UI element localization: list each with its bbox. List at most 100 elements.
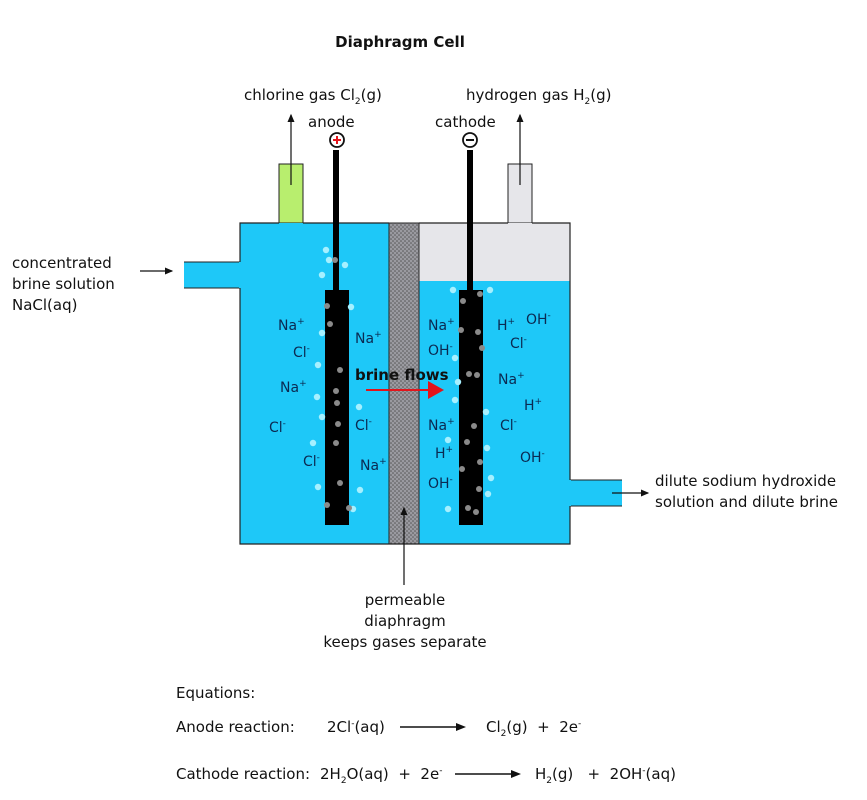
cathode-negative-terminal-icon [462, 132, 478, 148]
cathode-ion-oh: OH- [526, 311, 551, 328]
anode-ion-cl: Cl- [355, 417, 372, 434]
bubble [460, 298, 466, 304]
bubble [337, 367, 343, 373]
anode-product-part: (g) + 2e [506, 718, 579, 736]
cathode-ion-oh: OH- [428, 342, 453, 359]
bubble [454, 378, 462, 386]
cathode-reaction-label: Cathode reaction: [176, 765, 311, 783]
anode-reaction-arrow [400, 723, 466, 731]
anode-rod [333, 150, 339, 290]
cathode-reactant-part: O(aq) + 2e [346, 765, 440, 783]
chlorine-gas-label: chlorine gas Cl2(g) [244, 85, 382, 107]
bubble [466, 371, 472, 377]
diagram-title: Diaphragm Cell [335, 33, 465, 51]
cathode-reaction-arrow [455, 770, 521, 778]
bubble [458, 327, 464, 333]
bubble [318, 413, 326, 421]
cathode-product-part: H [535, 765, 547, 783]
bubble [335, 421, 341, 427]
bubble [449, 286, 457, 294]
anode-label: anode [308, 113, 355, 131]
bubble [324, 502, 330, 508]
diaphragm-label-line-1: permeable [364, 591, 446, 609]
diaphragm-label-line-3: keeps gases separate [323, 633, 487, 651]
outlet-label-line-2: solution and dilute brine [655, 493, 838, 511]
cathode-ion-cl: Cl- [500, 417, 517, 434]
anode-products: Cl2(g) + 2e- [486, 717, 582, 739]
anode-reactant-part: 2Cl [327, 718, 352, 736]
inlet-pipe [184, 262, 242, 288]
bubble [355, 403, 363, 411]
bubble [327, 321, 333, 327]
inlet-label-line-3: NaCl(aq) [12, 296, 78, 314]
cathode-product-part: (aq) [645, 765, 676, 783]
anode-reactant-part: (aq) [354, 718, 385, 736]
anode-ion-cl: Cl- [293, 344, 310, 361]
bubble [324, 303, 330, 309]
inlet-label-line-1: concentrated [12, 254, 112, 272]
cathode-product-part: 2 [546, 776, 553, 786]
bubble [486, 286, 494, 294]
equations-heading: Equations: [176, 684, 256, 702]
bubble [473, 509, 479, 515]
cathode-reactant-part: - [439, 766, 443, 776]
cathode-ion-oh: OH- [520, 449, 545, 466]
permeable-diaphragm [388, 222, 420, 545]
diaphragm-label-line-2: diaphragm [364, 612, 446, 630]
bubble [337, 480, 343, 486]
hydrogen-gas-state: (g) [590, 86, 612, 104]
bubble [314, 483, 322, 491]
cathode-products: H2(g) + 2OH-(aq) [535, 764, 676, 786]
bubble [356, 486, 364, 494]
bubble [444, 436, 452, 444]
anode-compartment [240, 223, 389, 544]
anode-reactant-part: - [351, 719, 355, 729]
bubble [334, 400, 340, 406]
bubble [314, 361, 322, 369]
bubble [341, 261, 349, 269]
anode-product-part: - [578, 719, 582, 729]
bubble [346, 505, 352, 511]
bubble [484, 490, 492, 498]
bubble [333, 388, 339, 394]
bubble [465, 505, 471, 511]
brine-flow-arrow [366, 381, 444, 399]
bubble [479, 345, 485, 351]
bubble [482, 408, 490, 416]
anode-ion-cl: Cl- [269, 419, 286, 436]
cathode-reactant-part: 2H [320, 765, 341, 783]
brine-flows-label: brine flows [355, 366, 449, 384]
bubble [483, 444, 491, 452]
inlet-label-line-2: brine solution [12, 275, 115, 293]
chlorine-gas-state: (g) [360, 86, 382, 104]
anode-product-part: Cl [486, 718, 501, 736]
cathode-reactants: 2H2O(aq) + 2e- [320, 764, 443, 786]
bubble [309, 439, 317, 447]
bubble [476, 486, 482, 492]
bubble [347, 303, 355, 311]
bubble [477, 459, 483, 465]
bubble [318, 329, 326, 337]
hydrogen-gas-text: hydrogen gas H [466, 86, 585, 104]
hydrogen-gas-space [419, 223, 570, 281]
hydrogen-gas-label: hydrogen gas H2(g) [466, 85, 612, 107]
bubble [464, 439, 470, 445]
cathode-compartment [419, 281, 570, 544]
bubble [451, 354, 459, 362]
cathode-label: cathode [435, 113, 496, 131]
cathode-ion-oh: OH- [428, 475, 453, 492]
bubble [332, 257, 338, 263]
tank-outline [239, 222, 571, 545]
bubble [333, 440, 339, 446]
cathode-rod [467, 150, 473, 290]
anode-ion-cl: Cl- [303, 453, 320, 470]
bubble [477, 291, 483, 297]
bubble [459, 466, 465, 472]
bubble [313, 393, 321, 401]
cathode-reactant-part: 2 [340, 776, 347, 786]
anode-reactants: 2Cl-(aq) [327, 717, 385, 737]
gas-bubbles [309, 246, 495, 515]
anode-electrode [325, 290, 349, 525]
bubble [474, 372, 480, 378]
